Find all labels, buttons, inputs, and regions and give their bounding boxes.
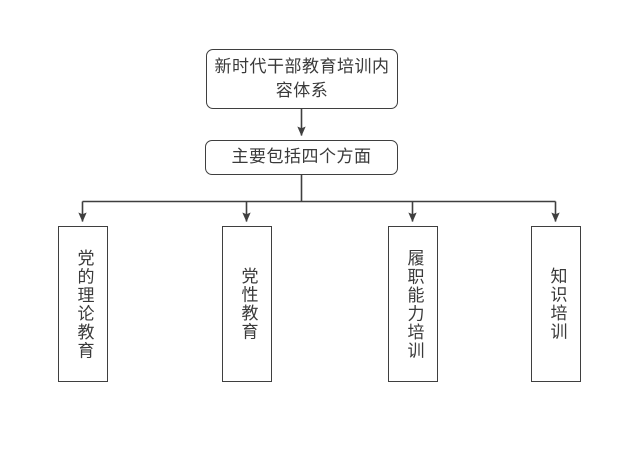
node-leaf-party-theory-education: 党的理论教育 bbox=[58, 226, 108, 382]
node-overview-label: 主要包括四个方面 bbox=[231, 147, 372, 168]
node-leaf-1-label: 党的理论教育 bbox=[73, 248, 94, 360]
node-root-label: 新时代干部教育培训内容体系 bbox=[214, 56, 390, 101]
node-leaf-duty-capability-training: 履职能力培训 bbox=[388, 226, 438, 382]
node-leaf-party-spirit-education: 党性教育 bbox=[222, 226, 272, 382]
node-leaf-2-label: 党性教育 bbox=[237, 267, 258, 341]
node-leaf-3-label: 履职能力培训 bbox=[403, 248, 424, 360]
node-root: 新时代干部教育培训内容体系 bbox=[206, 49, 398, 109]
node-leaf-4-label: 知识培训 bbox=[546, 267, 567, 341]
node-leaf-knowledge-training: 知识培训 bbox=[531, 226, 581, 382]
node-overview: 主要包括四个方面 bbox=[205, 140, 398, 175]
